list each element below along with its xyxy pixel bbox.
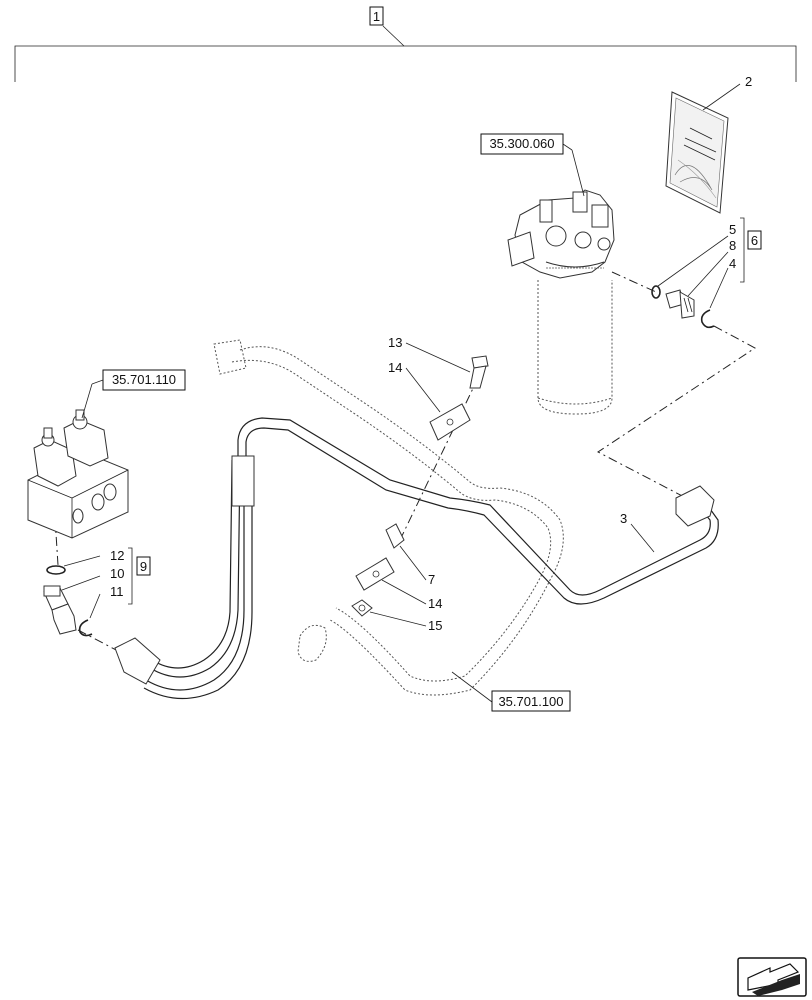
callout-1: 1 — [369, 6, 384, 26]
svg-text:12: 12 — [110, 548, 124, 563]
callout-14-lower: 14 — [381, 579, 442, 611]
callout-10: 10 — [110, 566, 124, 581]
callout-11: 11 — [110, 584, 124, 599]
svg-text:1: 1 — [373, 9, 380, 24]
flexible-hose — [114, 455, 255, 700]
callout-6: 6 — [747, 230, 762, 250]
callout-4: 4 — [729, 256, 736, 271]
fitting-8 — [665, 289, 695, 319]
ring-11 — [78, 619, 93, 637]
centerlines — [54, 271, 756, 653]
callout-13: 13 — [388, 335, 471, 373]
svg-text:9: 9 — [140, 559, 147, 574]
svg-text:14: 14 — [428, 596, 442, 611]
svg-text:11: 11 — [110, 584, 124, 599]
reference-hose: 35.701.100 — [451, 671, 571, 712]
svg-text:5: 5 — [729, 222, 736, 237]
svg-text:35.300.060: 35.300.060 — [489, 136, 554, 151]
callout-8: 8 — [729, 238, 736, 253]
callout-12: 12 — [110, 548, 124, 563]
callout-5: 5 — [729, 222, 736, 237]
bolt-13 — [469, 355, 489, 389]
callout-14-upper: 14 — [388, 360, 441, 413]
oring-5 — [651, 285, 661, 299]
callout-15: 15 — [369, 611, 442, 633]
svg-text:35.701.100: 35.701.100 — [498, 694, 563, 709]
callout-7: 7 — [399, 545, 435, 587]
svg-text:15: 15 — [428, 618, 442, 633]
svg-text:3: 3 — [620, 511, 627, 526]
svg-text:10: 10 — [110, 566, 124, 581]
assembly-bracket — [14, 25, 797, 82]
valve-block — [27, 409, 129, 539]
filter-leaders — [657, 217, 745, 309]
svg-text:8: 8 — [729, 238, 736, 253]
callout-9: 9 — [136, 556, 151, 576]
hydraulic-filter — [507, 189, 615, 415]
dotted-hose — [213, 339, 564, 696]
svg-text:7: 7 — [428, 572, 435, 587]
ring-4 — [700, 309, 715, 329]
svg-text:35.701.110: 35.701.110 — [112, 372, 176, 387]
svg-text:14: 14 — [388, 360, 402, 375]
pipe-3 — [237, 417, 719, 605]
next-page-arrow-icon[interactable] — [737, 957, 807, 997]
callout-2: 2 — [702, 74, 752, 111]
valve-leaders — [61, 547, 133, 619]
reference-valve: 35.701.110 — [81, 369, 186, 419]
svg-text:2: 2 — [745, 74, 752, 89]
spacer-7 — [385, 523, 405, 549]
svg-text:13: 13 — [388, 335, 402, 350]
oring-12 — [46, 565, 66, 575]
svg-text:6: 6 — [751, 233, 758, 248]
reference-filter: 35.300.060 — [480, 133, 585, 197]
manual-booklet — [665, 91, 729, 214]
callout-3: 3 — [620, 511, 655, 553]
nut-15 — [351, 599, 373, 617]
clamp-14-upper — [429, 403, 471, 441]
elbow-10 — [43, 585, 77, 635]
svg-text:4: 4 — [729, 256, 736, 271]
clamp-14-lower — [355, 557, 395, 591]
